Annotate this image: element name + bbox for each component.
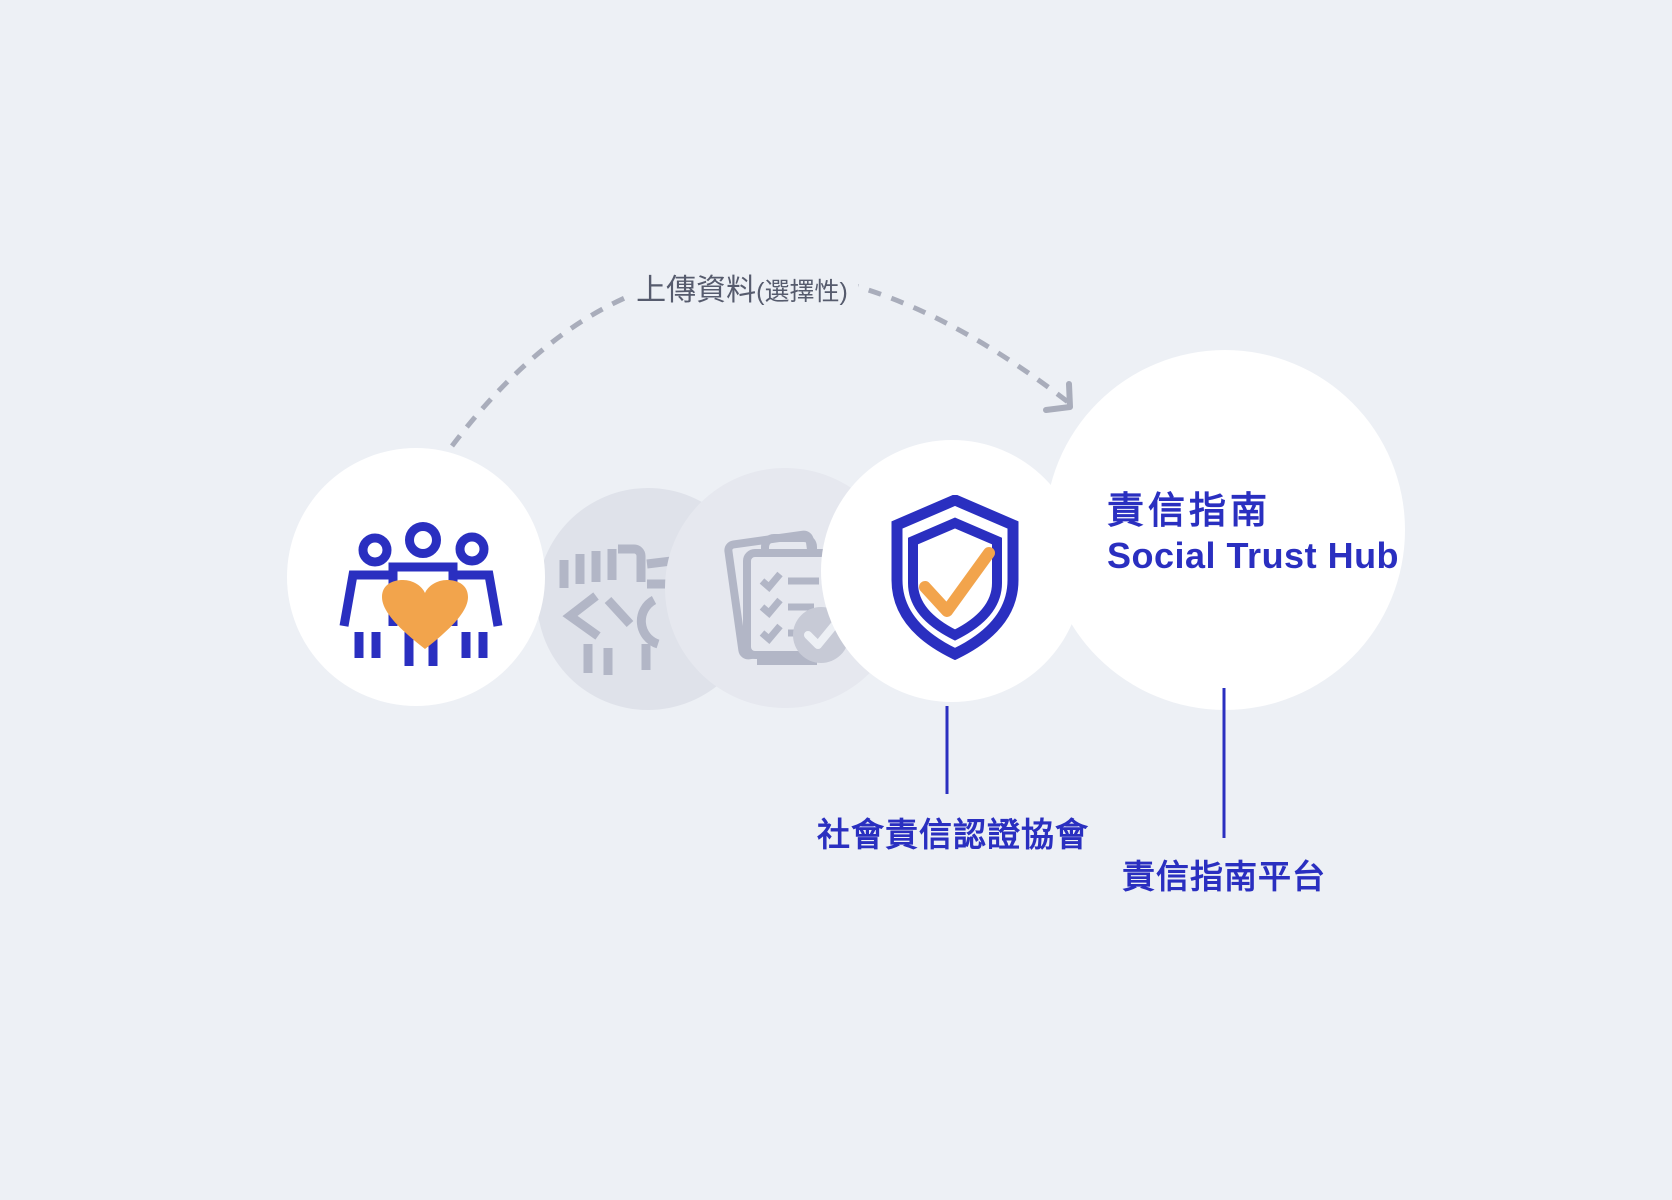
shield-inner-outline [908, 517, 1002, 641]
heart-shape [382, 580, 468, 649]
platform-label: 責信指南平台 [1122, 858, 1326, 895]
step-circle-certification [821, 440, 1083, 702]
upload-label-main: 上傳資料 [636, 274, 757, 307]
hub-title-en: Social Trust Hub [1107, 535, 1400, 576]
check-mark [919, 547, 995, 617]
shield-check-icon [891, 495, 1019, 660]
shield-outer-outline [891, 495, 1019, 660]
people-heart-icon [339, 522, 503, 666]
hub-title: 責信指南 Social Trust Hub [1107, 492, 1399, 574]
certification-body-label: 社會責信認證協會 [817, 816, 1089, 853]
hub-title-zh: 責信指南 [1107, 490, 1271, 531]
upload-label: 上傳資料(選擇性) [626, 263, 858, 311]
handshake-icon [559, 544, 680, 675]
clipboard-clip [761, 534, 817, 554]
upload-label-paren: (選擇性) [756, 278, 848, 306]
upload-arrow-head [1043, 381, 1073, 413]
step-circle-community [287, 448, 545, 706]
hub-circle: 責信指南 Social Trust Hub [1045, 350, 1405, 710]
